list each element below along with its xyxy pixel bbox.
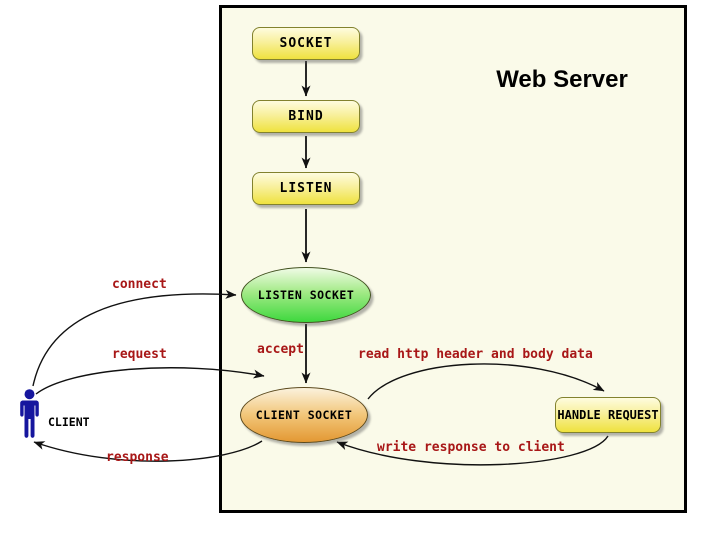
edge-read-http bbox=[367, 363, 605, 400]
node-bind: BIND bbox=[252, 100, 360, 133]
edge-label-read-http: read http header and body data bbox=[358, 347, 593, 362]
edge-connect bbox=[32, 289, 237, 387]
edge-label-connect: connect bbox=[112, 277, 167, 292]
edge-label-write-response: write response to client bbox=[377, 440, 565, 455]
node-socket: SOCKET bbox=[252, 27, 360, 60]
node-listen: LISTEN bbox=[252, 172, 360, 205]
node-client-socket: CLIENT SOCKET bbox=[240, 387, 368, 443]
node-listen-socket: LISTEN SOCKET bbox=[241, 267, 371, 323]
edge-label-request: request bbox=[112, 347, 167, 362]
web-server-title: Web Server bbox=[496, 66, 628, 93]
client-label: CLIENT bbox=[48, 415, 90, 429]
edge-label-accept: accept bbox=[257, 342, 304, 357]
edge-write-response bbox=[336, 435, 609, 466]
edge-label-response: response bbox=[106, 450, 169, 465]
edge-response bbox=[33, 440, 263, 462]
edge-request bbox=[35, 367, 265, 395]
client-person-icon bbox=[20, 389, 39, 438]
node-handle-request: HANDLE REQUEST bbox=[555, 397, 661, 433]
